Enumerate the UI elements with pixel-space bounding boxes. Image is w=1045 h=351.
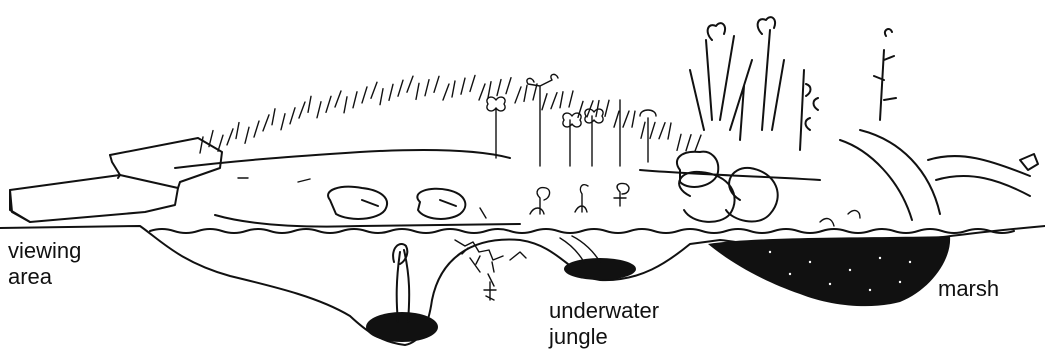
label-viewing-area: viewing area xyxy=(8,238,81,290)
label-marsh: marsh xyxy=(938,276,999,302)
pond-bottom-silt xyxy=(366,312,438,342)
label-underwater-jungle: underwater jungle xyxy=(549,298,659,350)
bank-flowers xyxy=(487,74,656,166)
lily-root-stem xyxy=(393,244,409,322)
marsh-soil xyxy=(708,236,950,306)
pond-surface-outline xyxy=(175,150,820,227)
marsh-vegetation xyxy=(677,17,1038,222)
water-line xyxy=(150,229,1014,233)
grass-hatching xyxy=(200,75,701,153)
viewing-area-stones xyxy=(10,138,222,222)
lily-pads xyxy=(238,178,486,219)
